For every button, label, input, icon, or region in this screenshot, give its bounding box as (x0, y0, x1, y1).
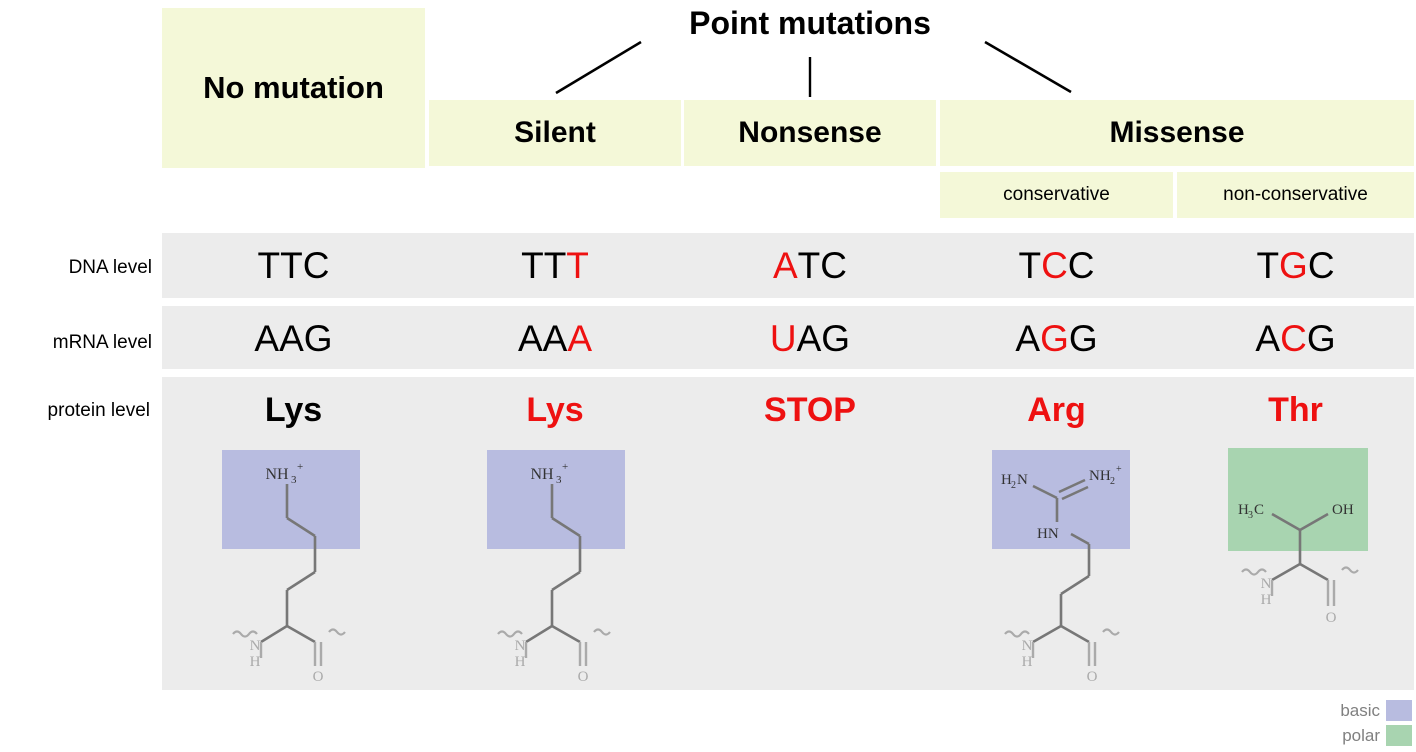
dna-mutated-base: T (566, 245, 589, 286)
svg-text:NH: NH (530, 466, 554, 483)
header-silent: Silent (429, 100, 681, 166)
svg-text:N: N (1261, 576, 1272, 592)
svg-text:O: O (1087, 669, 1098, 684)
svg-text:NH: NH (1089, 468, 1111, 484)
dna-cell-no-mutation: TTC (162, 237, 425, 295)
svg-text:2: 2 (1110, 476, 1115, 487)
svg-text:O: O (578, 669, 589, 684)
mrna-mutated-base: G (1040, 318, 1069, 359)
row-label-protein-level: protein level (47, 400, 150, 421)
mrna-text: AG (796, 318, 851, 359)
legend-swatch-polar (1386, 725, 1412, 746)
table-row (162, 233, 1414, 298)
lysine-structure-no-mutation: NH 3 + N H O (222, 450, 360, 684)
svg-text:N: N (1017, 472, 1028, 488)
svg-text:H: H (1261, 592, 1272, 608)
svg-text:O: O (313, 669, 324, 684)
dna-text: T (1018, 245, 1042, 286)
row-label-dna-level: DNA level (68, 257, 152, 278)
svg-text:+: + (562, 461, 568, 473)
svg-text:N: N (1022, 638, 1033, 654)
protein-cell-missense-non-conservative: Thr (1268, 390, 1323, 429)
svg-text:H: H (515, 654, 526, 670)
svg-text:H: H (1022, 654, 1033, 670)
header-no-mutation: No mutation (162, 8, 425, 168)
table-row (162, 377, 1414, 690)
svg-text:3: 3 (1248, 510, 1253, 521)
dna-text: T (1256, 245, 1280, 286)
arginine-structure-missense-conservative: H 2 N NH 2 + HN N H O (992, 450, 1130, 684)
page-title: Point mutations (689, 4, 931, 41)
header-conservative: conservative (940, 172, 1173, 218)
dna-mutated-base: A (772, 245, 798, 286)
svg-text:+: + (297, 461, 303, 473)
protein-cell-nonsense: STOP (764, 390, 856, 429)
protein-cell-missense-conservative: Arg (1027, 390, 1086, 429)
header-non-conservative: non-conservative (1177, 172, 1414, 218)
svg-text:C: C (1254, 502, 1264, 518)
legend-item-basic: basic (1300, 698, 1412, 723)
svg-text:3: 3 (291, 474, 297, 486)
mrna-mutated-base: U (769, 318, 797, 359)
svg-text:H: H (250, 654, 261, 670)
protein-cell-silent: Lys (526, 390, 584, 429)
svg-text:2: 2 (1011, 480, 1016, 491)
dna-text: TTC (257, 245, 330, 286)
mrna-text: A (1255, 318, 1281, 359)
svg-text:+: + (1116, 464, 1122, 475)
row-label-mrna-level: mRNA level (52, 332, 152, 353)
legend-swatch-basic (1386, 700, 1412, 721)
svg-text:H: H (1238, 502, 1249, 518)
svg-text:N: N (515, 638, 526, 654)
mrna-mutated-base: A (567, 318, 593, 359)
legend-label-polar: polar (1342, 725, 1380, 745)
mrna-text: A (1015, 318, 1041, 359)
mrna-text: AAG (254, 318, 333, 359)
dna-text: C (1307, 245, 1335, 286)
mrna-text: G (1068, 318, 1098, 359)
legend-item-polar: polar (1300, 723, 1412, 748)
dna-text: C (1067, 245, 1095, 286)
dna-mutated-base: G (1279, 245, 1308, 286)
header-missense: Missense (940, 100, 1414, 166)
legend-label-basic: basic (1340, 700, 1380, 720)
dna-text: TC (797, 245, 847, 286)
svg-text:HN: HN (1037, 526, 1059, 542)
mrna-text: AA (517, 318, 568, 359)
header-nonsense: Nonsense (684, 100, 936, 166)
mrna-mutated-base: C (1280, 318, 1307, 359)
mrna-cell-no-mutation: AAG (162, 310, 425, 368)
svg-text:O: O (1326, 610, 1337, 626)
table-row (162, 306, 1414, 369)
threonine-structure-missense-non-conservative: H 3 C OH N H O (1228, 448, 1368, 626)
legend: basic polar (1300, 698, 1412, 748)
svg-text:OH: OH (1332, 502, 1354, 518)
mrna-text: G (1306, 318, 1336, 359)
svg-text:NH: NH (265, 466, 289, 483)
svg-text:N: N (250, 638, 261, 654)
dna-mutated-base: C (1041, 245, 1068, 286)
svg-text:3: 3 (556, 474, 562, 486)
svg-text:H: H (1001, 472, 1012, 488)
protein-cell-no-mutation: Lys (264, 390, 323, 429)
dna-text: TT (521, 245, 567, 286)
lysine-structure-silent: NH 3 + N H O (487, 450, 625, 684)
